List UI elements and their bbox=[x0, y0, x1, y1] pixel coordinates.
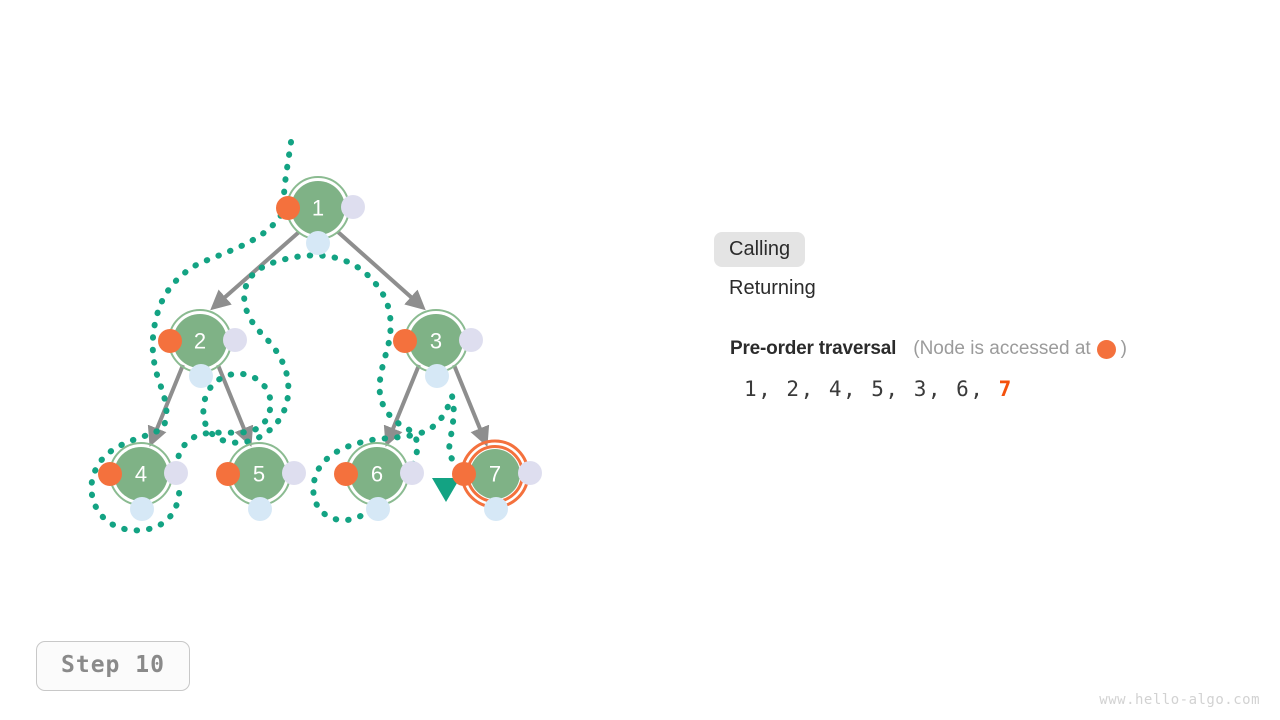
node-7-port-left-access bbox=[452, 462, 476, 486]
traversal-note-open: (Node is accessed at bbox=[913, 338, 1091, 359]
state-returning-label: Returning bbox=[729, 277, 816, 299]
traversal-sequence-current: 7 bbox=[998, 377, 1013, 401]
tree-node-6[interactable]: 6 bbox=[334, 442, 424, 521]
traversal-path bbox=[88, 139, 458, 534]
node-3-label: 3 bbox=[430, 329, 442, 354]
node-1-port-left-access bbox=[276, 196, 300, 220]
edge-1-3 bbox=[336, 230, 426, 311]
node-1-port-right bbox=[341, 195, 365, 219]
traversal-sequence-visited: 1, 2, 4, 5, 3, 6, bbox=[744, 377, 999, 401]
traversal-note-close: ) bbox=[1120, 338, 1127, 359]
node-7-port-right bbox=[518, 461, 542, 485]
node-3-port-bottom bbox=[425, 364, 449, 388]
tree-node-1[interactable]: 1 bbox=[276, 176, 365, 255]
node-6-port-left-access bbox=[334, 462, 358, 486]
tree-node-4[interactable]: 4 bbox=[98, 442, 188, 521]
step-badge: Step 10 bbox=[36, 641, 190, 691]
edge-1-2 bbox=[210, 230, 301, 311]
node-6-port-bottom bbox=[366, 497, 390, 521]
edge-3-6 bbox=[383, 364, 421, 447]
node-3-body bbox=[409, 314, 463, 368]
node-1-port-bottom bbox=[306, 231, 330, 255]
node-5-label: 5 bbox=[253, 462, 265, 487]
node-2-port-bottom bbox=[189, 364, 213, 388]
traversal-block: Pre-order traversal (Node is accessed at… bbox=[714, 338, 1254, 401]
node-2-label: 2 bbox=[194, 329, 206, 354]
node-2-port-right bbox=[223, 328, 247, 352]
edge-2-5 bbox=[216, 364, 254, 447]
traversal-sequence: 1, 2, 4, 5, 3, 6, 7 bbox=[730, 377, 1254, 401]
node-7-body bbox=[470, 449, 520, 499]
tree-node-2[interactable]: 2 bbox=[158, 309, 247, 388]
node-4-port-right bbox=[164, 461, 188, 485]
node-5-port-bottom bbox=[248, 497, 272, 521]
node-2-port-left-access bbox=[158, 329, 182, 353]
state-calling-label: Calling bbox=[714, 232, 806, 267]
legend-panel: Calling Returning Pre-order traversal (N… bbox=[714, 232, 1254, 401]
node-5-port-right bbox=[282, 461, 306, 485]
node-3-port-left-access bbox=[393, 329, 417, 353]
node-6-body bbox=[350, 447, 404, 501]
node-1-body bbox=[291, 181, 345, 235]
node-5-port-left-access bbox=[216, 462, 240, 486]
access-marker-dot-icon bbox=[1096, 339, 1116, 359]
tree-node-5[interactable]: 5 bbox=[216, 442, 306, 521]
node-7-label: 7 bbox=[489, 462, 501, 487]
node-3-port-right bbox=[459, 328, 483, 352]
node-4-port-bottom bbox=[130, 497, 154, 521]
tree-node-3[interactable]: 3 bbox=[393, 309, 483, 388]
node-4-label: 4 bbox=[135, 462, 147, 487]
traversal-title: Pre-order traversal bbox=[730, 338, 897, 359]
pointer-triangle-icon bbox=[432, 478, 460, 502]
node-4-body bbox=[114, 447, 168, 501]
node-5-body bbox=[232, 447, 286, 501]
traversal-path-line bbox=[88, 139, 458, 534]
node-6-port-right bbox=[400, 461, 424, 485]
watermark: www.hello-algo.com bbox=[1099, 692, 1260, 708]
node-1-label: 1 bbox=[312, 196, 324, 221]
tree-edges bbox=[147, 230, 490, 447]
traversal-title-row: Pre-order traversal (Node is accessed at… bbox=[730, 338, 1254, 360]
tree-node-7[interactable]: 7 bbox=[452, 439, 542, 521]
state-calling-badge: Calling bbox=[714, 232, 1254, 267]
node-6-label: 6 bbox=[371, 462, 383, 487]
state-returning-row: Returning bbox=[714, 267, 1254, 306]
node-7-port-bottom bbox=[484, 497, 508, 521]
node-4-port-left-access bbox=[98, 462, 122, 486]
binary-tree-diagram: 1 2 3 4 5 bbox=[88, 139, 542, 534]
node-2-body bbox=[173, 314, 227, 368]
edge-2-4 bbox=[147, 364, 185, 447]
edge-3-7 bbox=[452, 364, 490, 447]
